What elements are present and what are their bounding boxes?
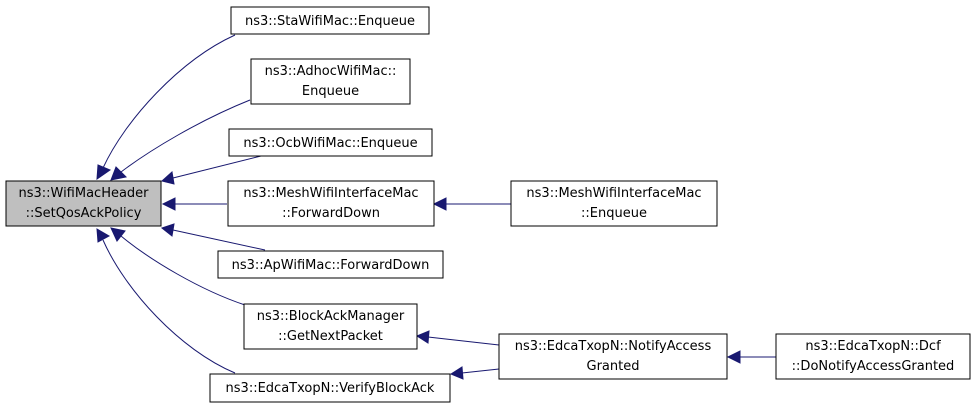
edge-verify-to-setqos	[96, 228, 236, 374]
node-meshfwd[interactable]: ns3::MeshWifiInterfaceMac ::ForwardDown	[227, 180, 435, 227]
node-meshenq-line2: ::Enqueue	[581, 206, 647, 221]
node-meshfwd-line2: ::ForwardDown	[282, 206, 380, 221]
edge-ocb-to-setqos	[160, 154, 266, 185]
edge-notify-to-verify	[449, 366, 500, 380]
node-blockack-line1: ns3::BlockAckManager	[257, 309, 405, 324]
node-apfwd[interactable]: ns3::ApWifiMac::ForwardDown	[217, 250, 444, 279]
edge-apfwd-to-setqos	[160, 223, 266, 251]
node-dcf-line2: ::DoNotifyAccessGranted	[792, 359, 955, 374]
node-ocb-line1: ns3::OcbWifiMac::Enqueue	[243, 136, 417, 151]
node-adhoc[interactable]: ns3::AdhocWifiMac:: Enqueue	[250, 58, 411, 105]
node-blockack[interactable]: ns3::BlockAckManager ::GetNextPacket	[243, 303, 418, 350]
node-meshenq-line1: ns3::MeshWifiInterfaceMac	[526, 186, 701, 201]
node-meshenq[interactable]: ns3::MeshWifiInterfaceMac ::Enqueue	[510, 180, 718, 227]
edge-dcf-to-notify	[726, 350, 776, 364]
node-notify-line2: Granted	[587, 359, 640, 374]
node-ocb[interactable]: ns3::OcbWifiMac::Enqueue	[228, 128, 433, 157]
node-dcf-line1: ns3::EdcaTxopN::Dcf	[805, 339, 941, 354]
node-meshfwd-line1: ns3::MeshWifiInterfaceMac	[243, 186, 418, 201]
node-adhoc-line1: ns3::AdhocWifiMac::	[265, 64, 397, 79]
node-sta-line1: ns3::StaWifiMac::Enqueue	[245, 14, 415, 29]
edge-notify-to-blockack	[415, 330, 500, 346]
node-verify[interactable]: ns3::EdcaTxopN::VerifyBlockAck	[209, 373, 451, 403]
node-setqos[interactable]: ns3::WifiMacHeader ::SetQosAckPolicy	[5, 180, 162, 227]
edge-blockack-to-setqos	[110, 227, 246, 306]
node-notify-line1: ns3::EdcaTxopN::NotifyAccess	[515, 339, 712, 354]
node-notify[interactable]: ns3::EdcaTxopN::NotifyAccess Granted	[498, 333, 728, 380]
node-setqos-line2: ::SetQosAckPolicy	[26, 206, 142, 221]
node-blockack-line2: ::GetNextPacket	[278, 329, 383, 344]
node-dcf[interactable]: ns3::EdcaTxopN::Dcf ::DoNotifyAccessGran…	[775, 333, 971, 380]
node-verify-line1: ns3::EdcaTxopN::VerifyBlockAck	[226, 381, 435, 396]
edge-meshenq-to-meshfwd	[432, 197, 511, 211]
edge-adhoc-to-setqos	[110, 99, 251, 181]
node-setqos-line1: ns3::WifiMacHeader	[18, 186, 149, 201]
edge-meshfwd-to-setqos	[161, 197, 227, 211]
node-apfwd-line1: ns3::ApWifiMac::ForwardDown	[232, 258, 430, 273]
edge-sta-to-setqos	[96, 34, 236, 181]
node-sta[interactable]: ns3::StaWifiMac::Enqueue	[230, 6, 430, 35]
node-adhoc-line2: Enqueue	[302, 84, 359, 99]
